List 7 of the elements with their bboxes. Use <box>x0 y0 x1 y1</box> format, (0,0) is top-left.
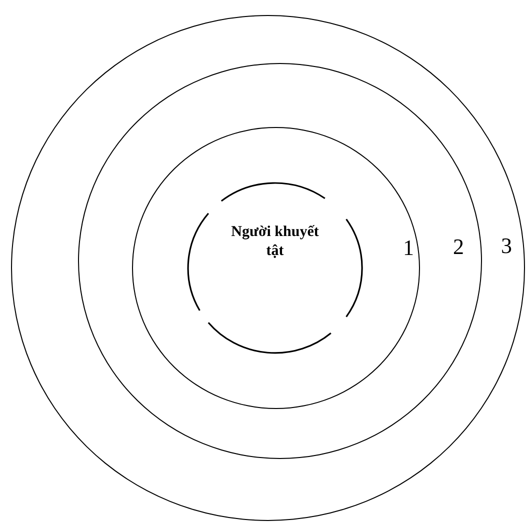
ring <box>78 63 482 459</box>
ring-number: 1 <box>403 236 414 260</box>
ring <box>132 127 420 409</box>
center-label: Người khuyết tật <box>230 223 320 261</box>
ring-number: 2 <box>453 235 464 259</box>
ring <box>11 15 525 521</box>
ring-number: 3 <box>501 234 512 258</box>
